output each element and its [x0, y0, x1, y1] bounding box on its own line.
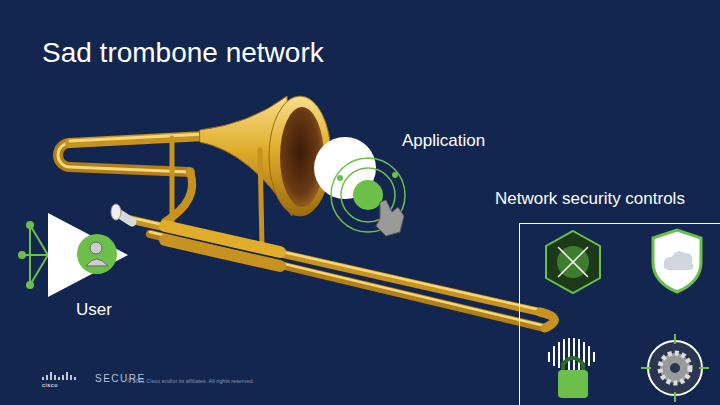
box-outline: [519, 223, 720, 405]
slide-crook: [540, 312, 554, 328]
lock-body: [558, 370, 588, 398]
cloud-icon: [664, 251, 694, 270]
graph-node: [18, 251, 26, 259]
graph-node: [26, 221, 34, 229]
firewall-core: [557, 246, 589, 278]
brace: [170, 138, 175, 222]
trombone: [58, 96, 554, 328]
icon-label: Application: [402, 131, 485, 151]
radar-dot: [337, 175, 343, 181]
slide-sleeve: [165, 240, 280, 266]
application-icon: [314, 137, 405, 236]
firewall-hexagon: [546, 231, 600, 293]
gear-ring: [648, 341, 702, 395]
box-heading: Network security controls: [495, 189, 720, 209]
icon-label: User: [76, 300, 112, 320]
gear-icon: [660, 353, 690, 383]
graph-node: [26, 281, 34, 289]
brace: [260, 150, 262, 246]
security-icons: [546, 230, 709, 402]
user-triangle: [48, 213, 128, 297]
slide-title: Sad trombone network: [42, 37, 324, 69]
user-icon: [18, 213, 128, 297]
mouthpiece-cup: [111, 204, 121, 220]
neck-tube: [165, 172, 192, 222]
tube-highlight: [150, 232, 545, 326]
lock-shackle: [563, 358, 583, 372]
slide-tube: [150, 234, 545, 328]
tube-highlight: [70, 134, 205, 141]
slide-tube: [128, 219, 540, 312]
shield-icon: [653, 230, 701, 292]
copyright-note: © 2021 Cisco and/or its affiliates. All …: [127, 378, 254, 384]
control-group-box: Network security controls: [495, 189, 720, 405]
cisco-logo: [43, 372, 75, 380]
user-body: [86, 259, 108, 266]
gear-hub: [670, 363, 680, 373]
tube-highlight: [128, 217, 540, 310]
hand-icon: [376, 200, 404, 236]
radar-dot: [392, 172, 398, 178]
sound-wave: [549, 338, 594, 370]
user-disc: [77, 234, 117, 274]
radar-core: [353, 180, 383, 210]
firewall-cross: [558, 247, 588, 277]
crosshair: [641, 334, 709, 402]
logo-word: cisco: [42, 382, 58, 389]
user-head: [90, 242, 102, 254]
